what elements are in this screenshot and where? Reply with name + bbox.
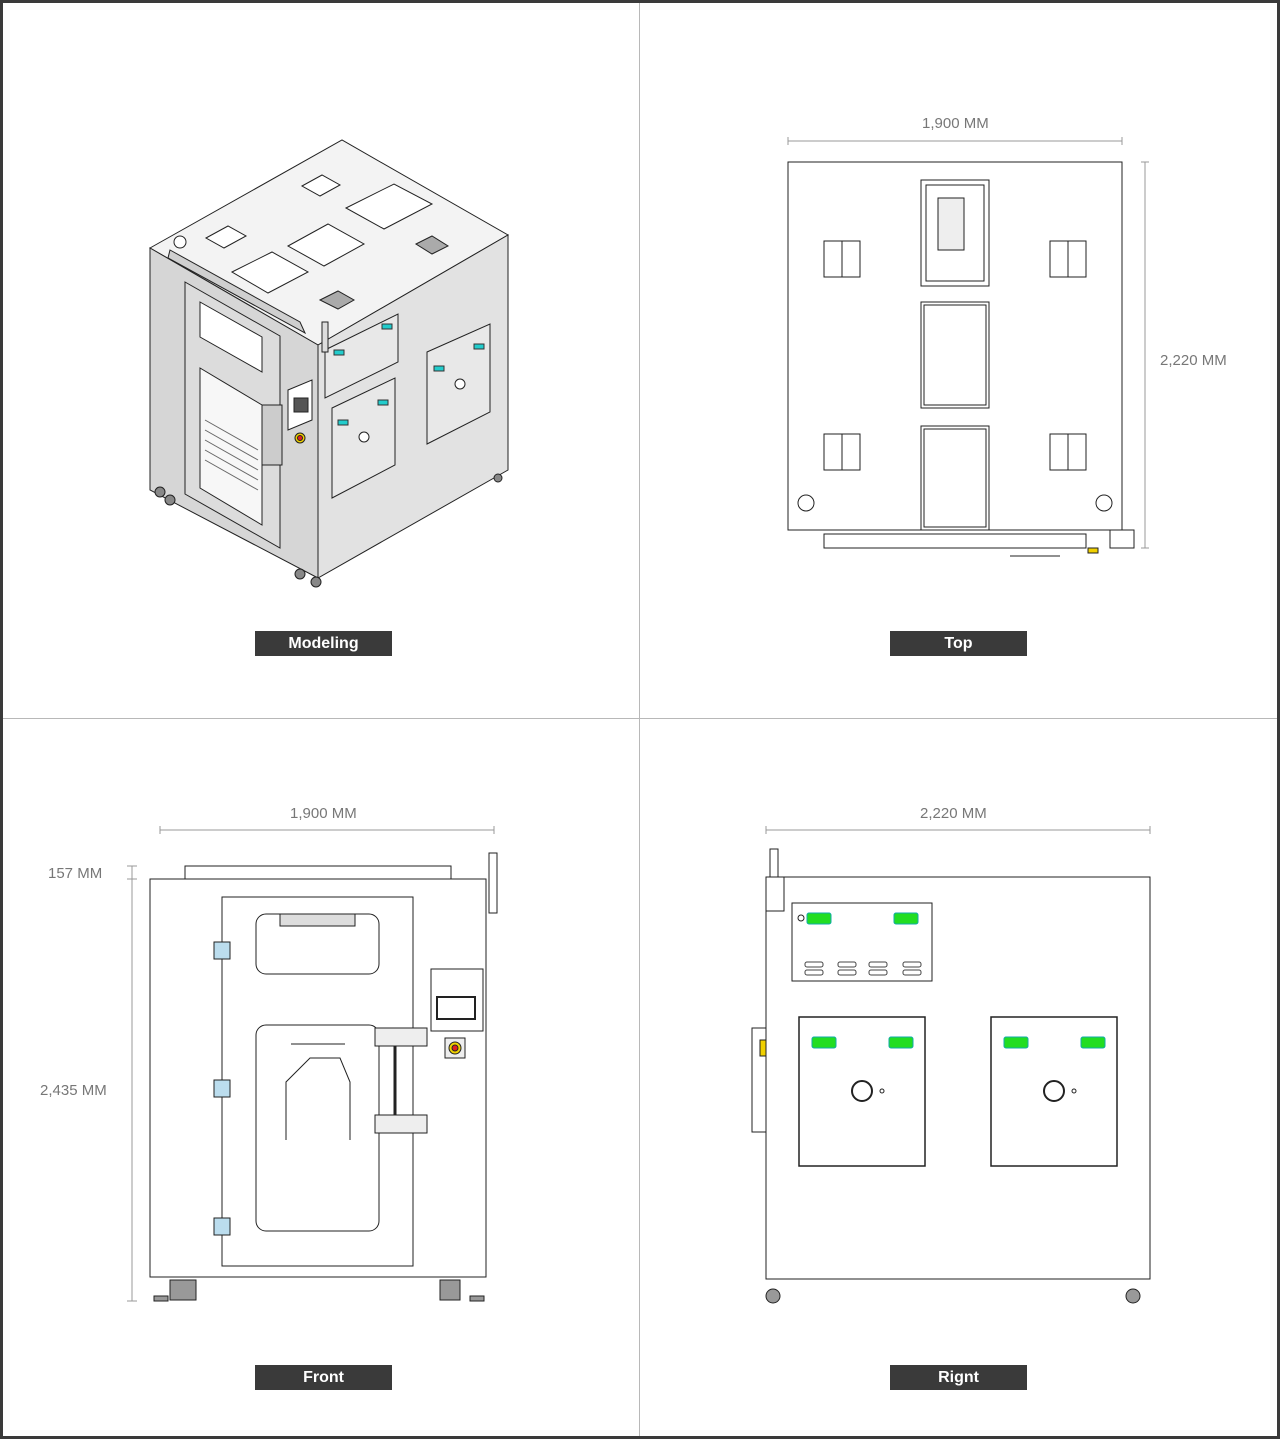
right-view <box>751 826 1151 1304</box>
vertical-divider <box>639 3 640 1436</box>
top-view <box>787 137 1149 557</box>
label-modeling: Modeling <box>255 631 392 656</box>
horizontal-divider <box>3 718 1277 719</box>
isometric-model <box>148 139 510 588</box>
label-front: Front <box>255 1365 392 1390</box>
front-view <box>127 826 498 1302</box>
label-top: Top <box>890 631 1027 656</box>
right-depth-dimension: 2,220 MM <box>920 805 987 822</box>
front-width-dimension: 1,900 MM <box>290 805 357 822</box>
front-height-dimension: 2,435 MM <box>40 1082 107 1099</box>
label-right: Rignt <box>890 1365 1027 1390</box>
top-width-dimension: 1,900 MM <box>922 115 989 132</box>
front-top-dimension: 157 MM <box>48 865 103 882</box>
top-depth-dimension: 2,220 MM <box>1160 352 1227 369</box>
